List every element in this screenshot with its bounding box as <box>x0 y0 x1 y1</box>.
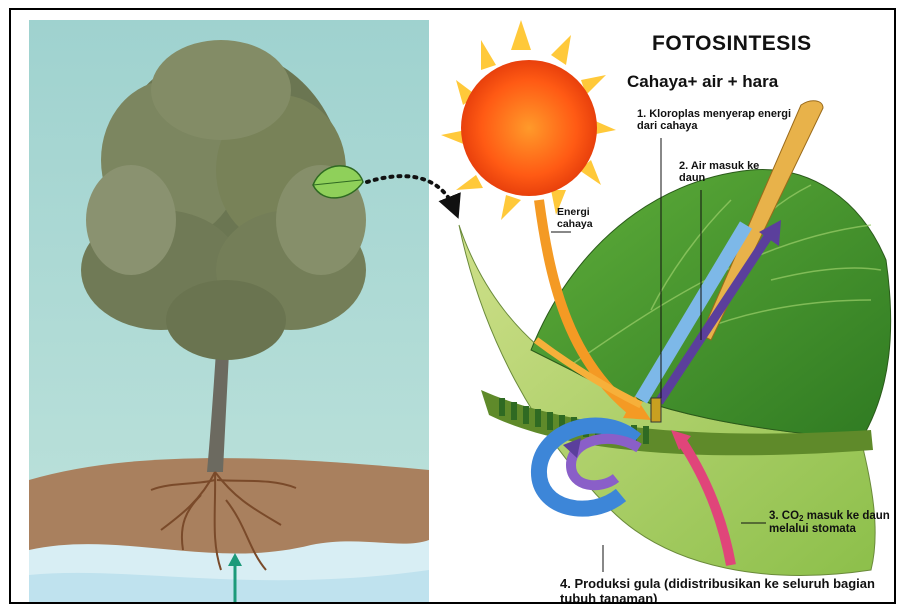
photosynthesis-illustration <box>11 10 896 604</box>
chloroplast <box>651 398 661 422</box>
light-energy-label: Energi cahaya <box>557 207 617 231</box>
diagram-frame: FOTOSINTESIS Cahaya+ air + hara 1. Kloro… <box>9 8 896 604</box>
step1-label: 1. Kloroplas menyerap energi dari cahaya <box>637 108 812 133</box>
step4-label: 4. Produksi gula (didistribusikan ke sel… <box>560 577 880 604</box>
step3-label: 3. CO2 masuk ke daun melalui stomata <box>769 510 896 536</box>
step2-label: 2. Air masuk ke daun <box>679 160 779 185</box>
diagram-title: FOTOSINTESIS <box>652 32 812 56</box>
formula-label: Cahaya+ air + hara <box>627 72 778 91</box>
sun-icon <box>441 20 616 220</box>
